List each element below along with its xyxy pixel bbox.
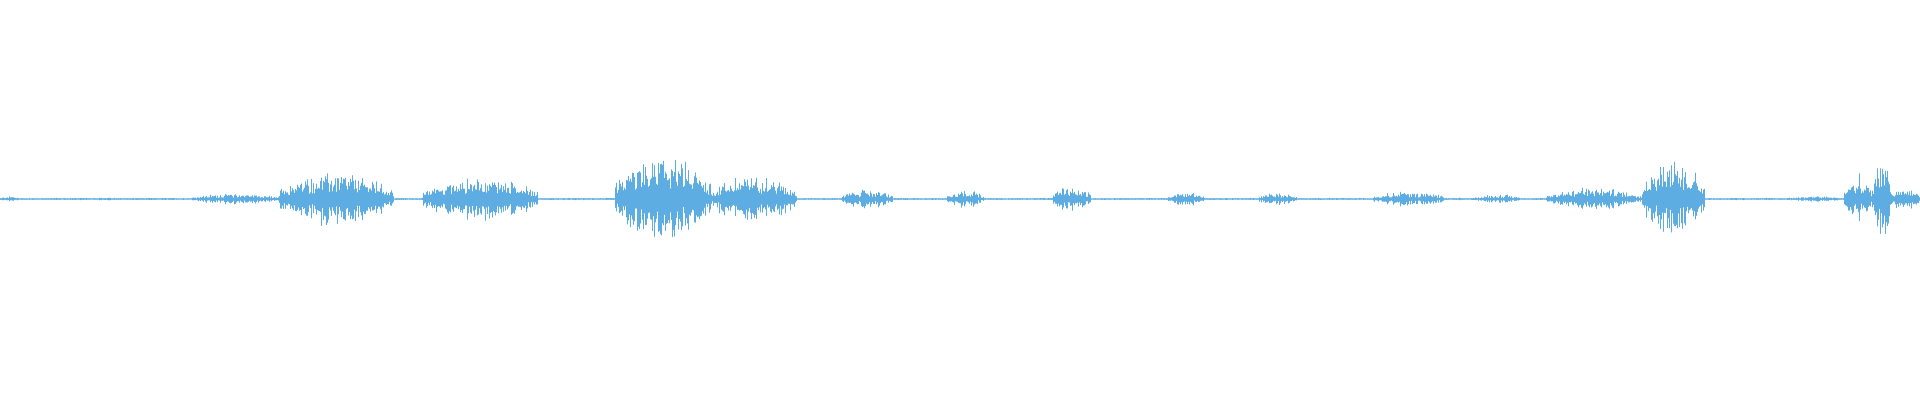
waveform-bars bbox=[0, 160, 1920, 238]
